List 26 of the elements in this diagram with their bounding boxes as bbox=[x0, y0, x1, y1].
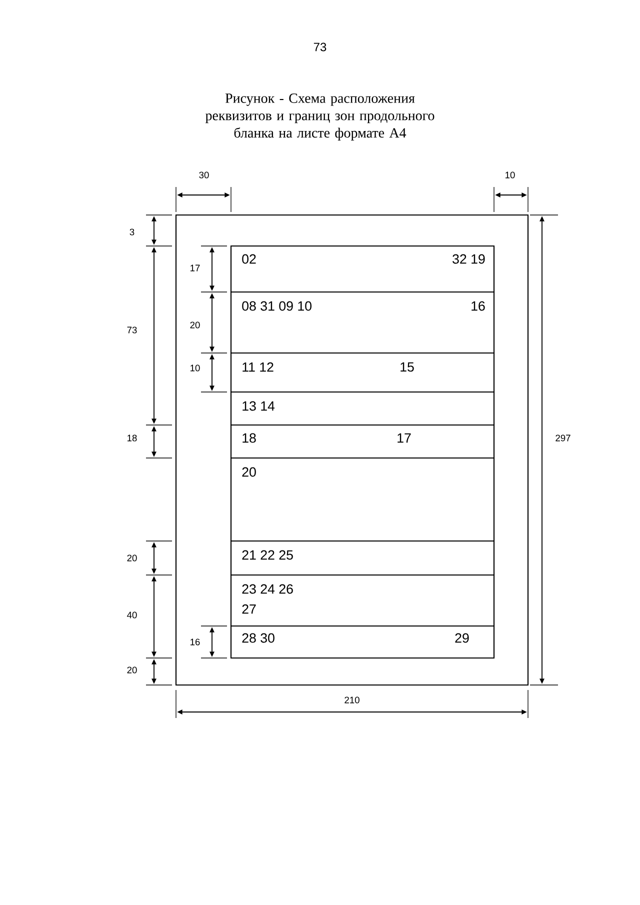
zone-row: 08 31 09 10 16 bbox=[230, 291, 495, 354]
zone-row: 13 14 bbox=[230, 391, 495, 426]
dimension-label: 30 bbox=[199, 172, 209, 178]
zone-row: 11 12 15 bbox=[230, 352, 495, 393]
title: Рисунок - Схема расположения реквизитов и границ зон продольного бланка на листе формате А4 bbox=[205, 94, 434, 140]
zone-row: 18 17 bbox=[230, 424, 495, 459]
dimension-label: 73 bbox=[127, 326, 137, 334]
dimension-label: 17 bbox=[190, 264, 200, 272]
dimension-label: 10 bbox=[190, 364, 200, 372]
dimension-label: 18 bbox=[128, 434, 137, 442]
dimension-label: 297 bbox=[556, 434, 570, 442]
zone-row: 23 24 26 27 bbox=[230, 574, 495, 627]
zone-row: 02 32 19 bbox=[230, 245, 495, 293]
dimension-label: 20 bbox=[127, 554, 137, 562]
page-number: 73 bbox=[314, 42, 326, 52]
zone-row: 20 bbox=[230, 457, 495, 542]
dimension-label: 3 bbox=[130, 228, 134, 236]
sheet-outline bbox=[175, 214, 529, 686]
dimension-label: 40 bbox=[127, 612, 137, 618]
dimension-label: 16 bbox=[190, 638, 200, 646]
dimension-label: 20 bbox=[190, 322, 200, 328]
dimension-label: 210 bbox=[344, 696, 360, 704]
zone-row: 21 22 25 bbox=[230, 540, 495, 576]
dimension-label: 20 bbox=[127, 666, 137, 674]
dimension-label: 10 bbox=[506, 172, 515, 178]
zone-row: 28 30 29 bbox=[230, 625, 495, 659]
